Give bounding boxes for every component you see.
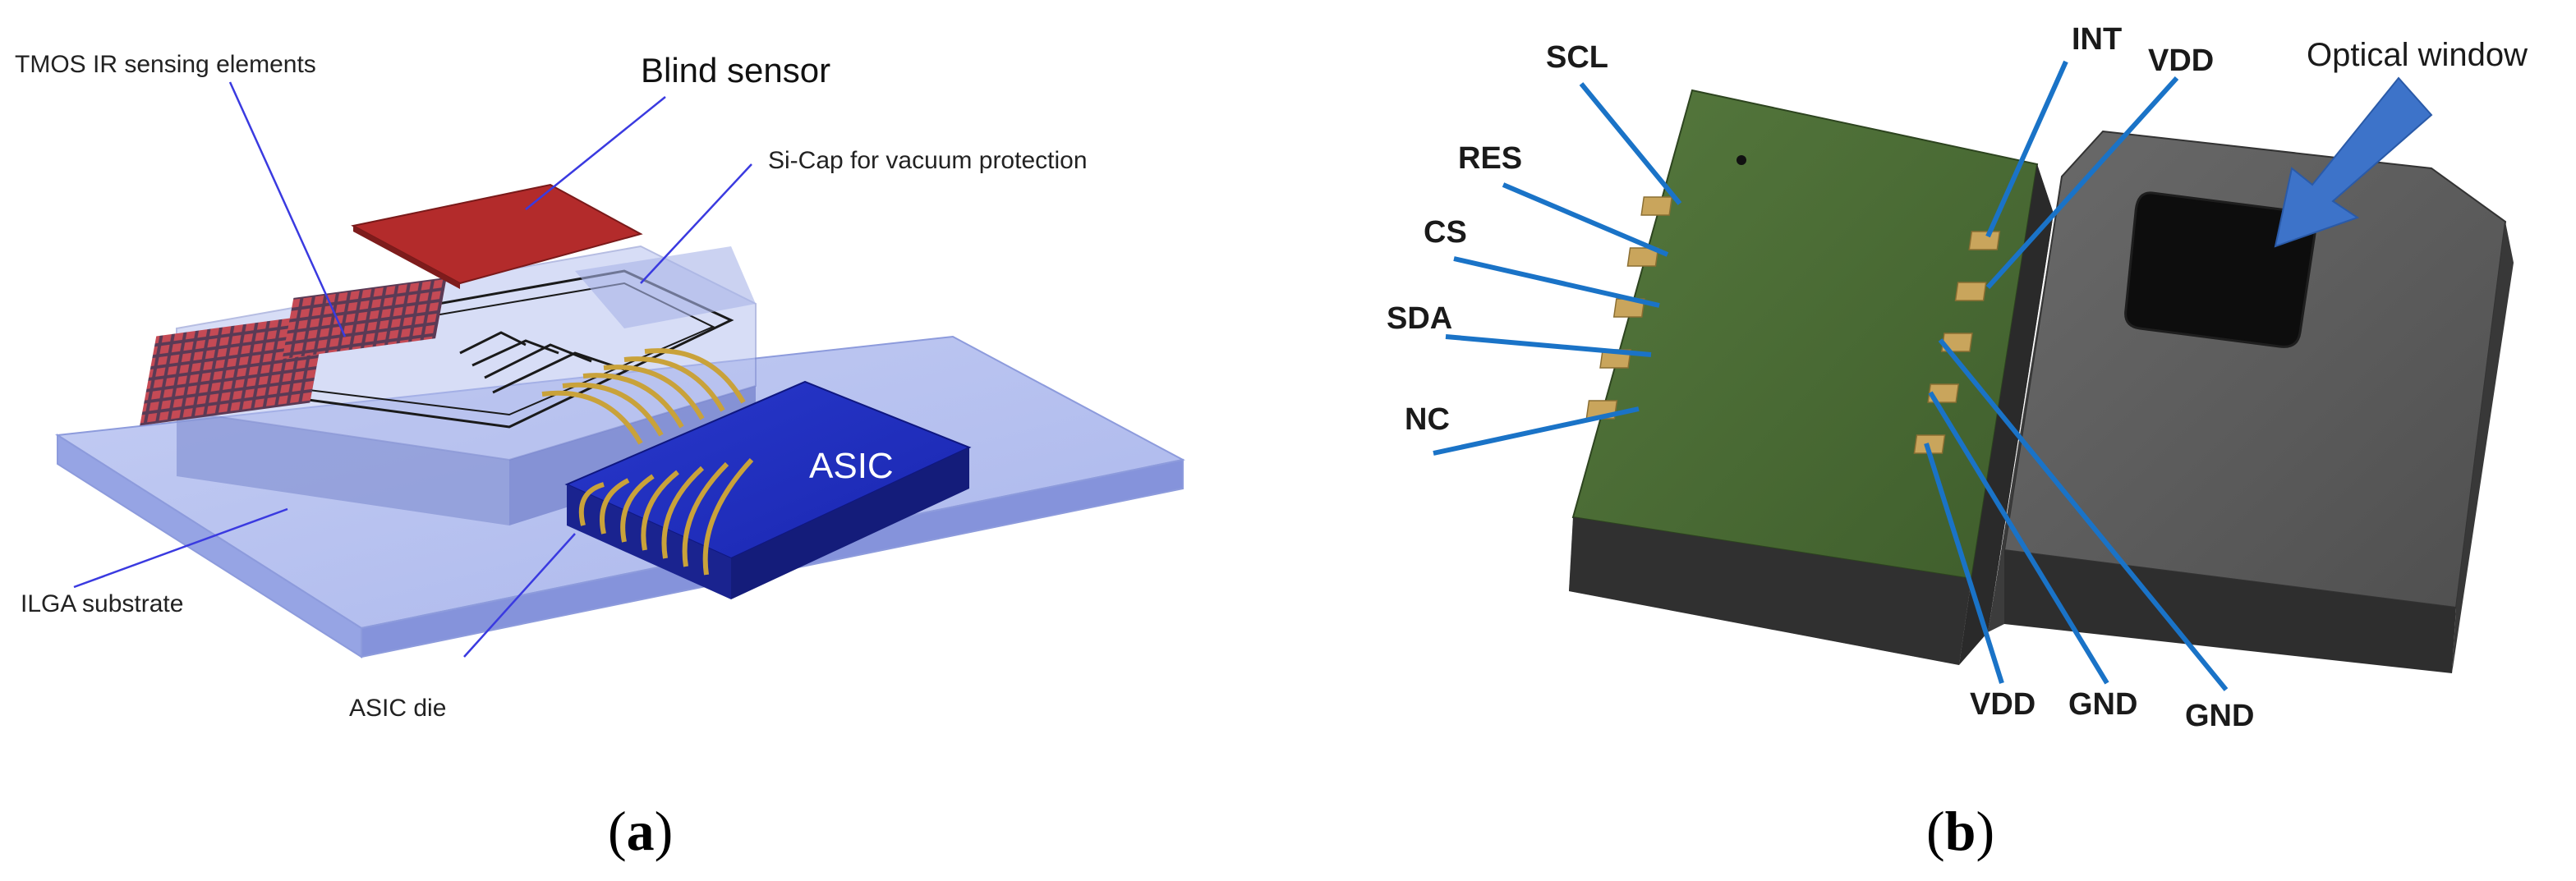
label-asic-die: ASIC die (349, 695, 446, 722)
caption-a: (a) (608, 800, 673, 862)
pin-label-vdd-bottom: VDD (1970, 687, 2036, 722)
panel-b: SCL RES CS SDA NC INT VDD VDD GND GND Op… (1387, 22, 2528, 862)
blind-sensor-plate (351, 183, 643, 285)
sensor-package-bottom-view (1569, 89, 2054, 665)
label-optical-window: Optical window (2307, 37, 2528, 73)
caption-b: (b) (1926, 800, 1994, 862)
pin-label-res: RES (1458, 141, 1522, 176)
leader-lines-a (73, 81, 752, 658)
tmos-array-left (140, 313, 327, 426)
pin-label-gnd-1: GND (2068, 687, 2137, 722)
sensor-package-top-view (1988, 76, 2514, 673)
label-blind-sensor: Blind sensor (641, 51, 830, 89)
label-ilga-substrate: ILGA substrate (21, 590, 183, 617)
bond-wires-top (541, 348, 746, 445)
tmos-array-right (282, 277, 447, 360)
pin-label-cs: CS (1424, 215, 1467, 250)
pin-label-int: INT (2072, 22, 2122, 57)
internal-traces (459, 331, 625, 394)
pin1-dot (1736, 155, 1746, 165)
right-pads (1913, 231, 2001, 454)
leader-lines-b (1433, 60, 2229, 691)
label-si-cap: Si-Cap for vacuum protection (768, 147, 1088, 174)
optical-window-arrow (2274, 76, 2433, 248)
label-tmos-ir-sensing-elements: TMOS IR sensing elements (15, 51, 316, 78)
pin-label-gnd-2: GND (2185, 699, 2254, 733)
pin-label-scl: SCL (1546, 40, 1608, 75)
panel-a: ASIC TMOS IR sens (15, 51, 1185, 862)
pin-label-sda: SDA (1387, 301, 1452, 336)
pin-label-vdd-top: VDD (2148, 44, 2214, 78)
bond-wires-bottom (578, 457, 754, 576)
left-pads (1585, 196, 1673, 420)
pin-label-nc: NC (1405, 402, 1450, 437)
asic-label: ASIC (809, 446, 894, 486)
